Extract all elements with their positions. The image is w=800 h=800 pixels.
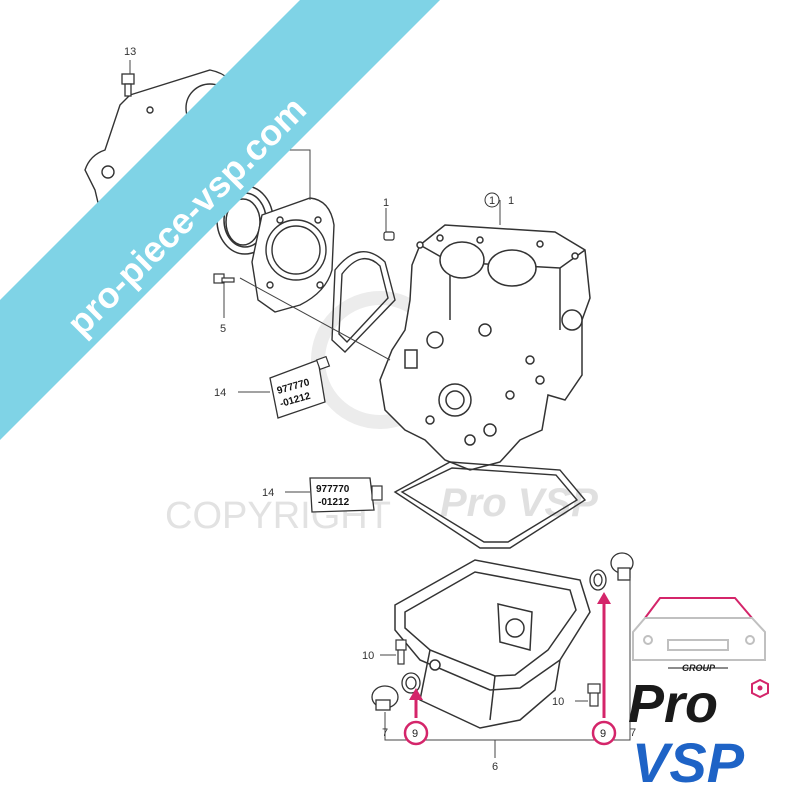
callout-1-block: 1 xyxy=(489,195,495,207)
logo-group: GROUP xyxy=(682,663,716,673)
callout-14-upper: 14 xyxy=(214,387,226,399)
logo-pro: Pro xyxy=(628,674,718,734)
sealant-tube-lower: 977770 -01212 xyxy=(309,477,383,513)
callout-1-circle xyxy=(484,192,500,208)
callout-1-dash: 1 xyxy=(508,195,514,207)
callout-6: 6 xyxy=(492,761,498,773)
car-outline-icon xyxy=(632,597,766,661)
callout-14-lower: 14 xyxy=(262,487,274,499)
drain-plug-left xyxy=(371,685,399,711)
callout-13: 13 xyxy=(124,46,136,58)
hex-nut-icon xyxy=(751,678,769,699)
dowel-pin-1 xyxy=(383,231,395,241)
sealant-tube-upper: 977770 -01212 xyxy=(269,355,331,419)
tube-lower-line2: -01212 xyxy=(318,497,350,508)
callout-1-pin: 1 xyxy=(383,197,389,209)
highlight-label-right: 9 xyxy=(600,728,606,740)
bolt-10-right xyxy=(587,683,601,707)
tube-lower-line1: 977770 xyxy=(316,484,350,495)
bolt-5 xyxy=(213,273,235,284)
engine-block xyxy=(379,224,591,471)
brand-logo: GROUP Pro VSP xyxy=(628,597,769,794)
callout-10-right: 10 xyxy=(552,696,564,708)
bolt-13 xyxy=(121,73,135,97)
highlight-washers: 9 9 xyxy=(403,592,617,746)
logo-vsp: VSP xyxy=(632,731,745,794)
flange-housing xyxy=(251,197,335,313)
gasket-front xyxy=(331,251,396,353)
copyright-watermark: COPYRIGHT Pro VSP xyxy=(165,291,598,537)
callout-7-left: 7 xyxy=(382,727,388,739)
washer-right xyxy=(589,569,607,591)
callout-7-right: 7 xyxy=(630,727,636,739)
drain-plug-right xyxy=(610,552,634,581)
bolt-10-left xyxy=(395,639,407,665)
oil-pan xyxy=(394,559,591,729)
highlight-label-left: 9 xyxy=(412,728,418,740)
site-ribbon: pro-piece-vsp.com xyxy=(0,0,440,440)
washer-left xyxy=(401,672,421,694)
callout-5: 5 xyxy=(220,323,226,335)
oil-pan-gasket xyxy=(393,461,587,549)
callout-10-left: 10 xyxy=(362,650,374,662)
